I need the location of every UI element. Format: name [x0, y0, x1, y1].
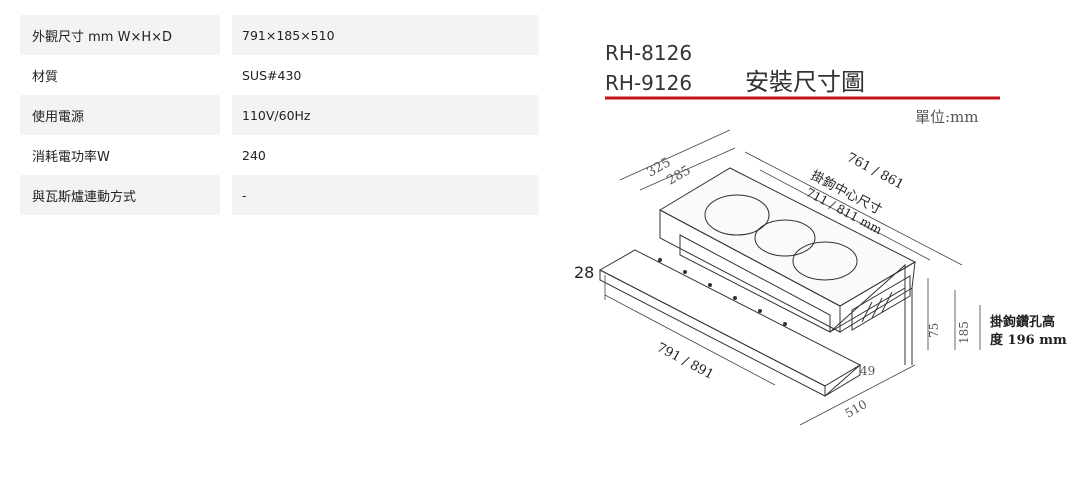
spec-value: 791×185×510 — [232, 15, 539, 55]
spec-value: - — [232, 175, 539, 215]
dimension-lines — [604, 129, 981, 426]
spec-label: 材質 — [20, 55, 220, 95]
spec-value: SUS#430 — [232, 55, 539, 95]
spec-row-power-supply: 使用電源 110V/60Hz — [20, 95, 539, 135]
spec-label: 外觀尺寸 mm W×H×D — [20, 15, 220, 55]
spec-label: 使用電源 — [20, 95, 220, 135]
dim-width-bottom: 791 / 891 — [654, 340, 716, 382]
hook-height-label-2: 度 196 mm — [990, 332, 1067, 348]
diagram-title: 安裝尺寸圖 — [745, 68, 865, 96]
spec-row-material: 材質 SUS#430 — [20, 55, 539, 95]
dim-28: 28 — [574, 263, 594, 282]
spec-table: 外觀尺寸 mm W×H×D 791×185×510 材質 SUS#430 使用電… — [20, 15, 539, 215]
dim-75: 75 — [927, 323, 941, 338]
hood-drawing — [598, 167, 917, 397]
dim-width-top: 761 / 861 — [844, 150, 906, 192]
dim-185: 185 — [957, 321, 971, 344]
spec-label: 與瓦斯爐連動方式 — [20, 175, 220, 215]
spec-row-dimensions: 外觀尺寸 mm W×H×D 791×185×510 — [20, 15, 539, 55]
spec-label: 消耗電功率W — [20, 135, 220, 175]
spec-value: 110V/60Hz — [232, 95, 539, 135]
spec-row-gas-link: 與瓦斯爐連動方式 - — [20, 175, 539, 215]
installation-diagram: RH-8126 RH-9126 安裝尺寸圖 單位:mm — [560, 20, 1090, 474]
model-number-1: RH-8126 — [605, 41, 692, 65]
spec-row-power-consumption: 消耗電功率W 240 — [20, 135, 539, 175]
installation-diagram-svg: RH-8126 RH-9126 安裝尺寸圖 單位:mm — [574, 41, 1067, 426]
spec-value: 240 — [232, 135, 539, 175]
model-number-2: RH-9126 — [605, 71, 692, 95]
dim-49: 49 — [860, 364, 875, 378]
hook-height-label-1: 掛鉤鑽孔高 — [990, 314, 1055, 330]
unit-label: 單位:mm — [915, 108, 979, 126]
